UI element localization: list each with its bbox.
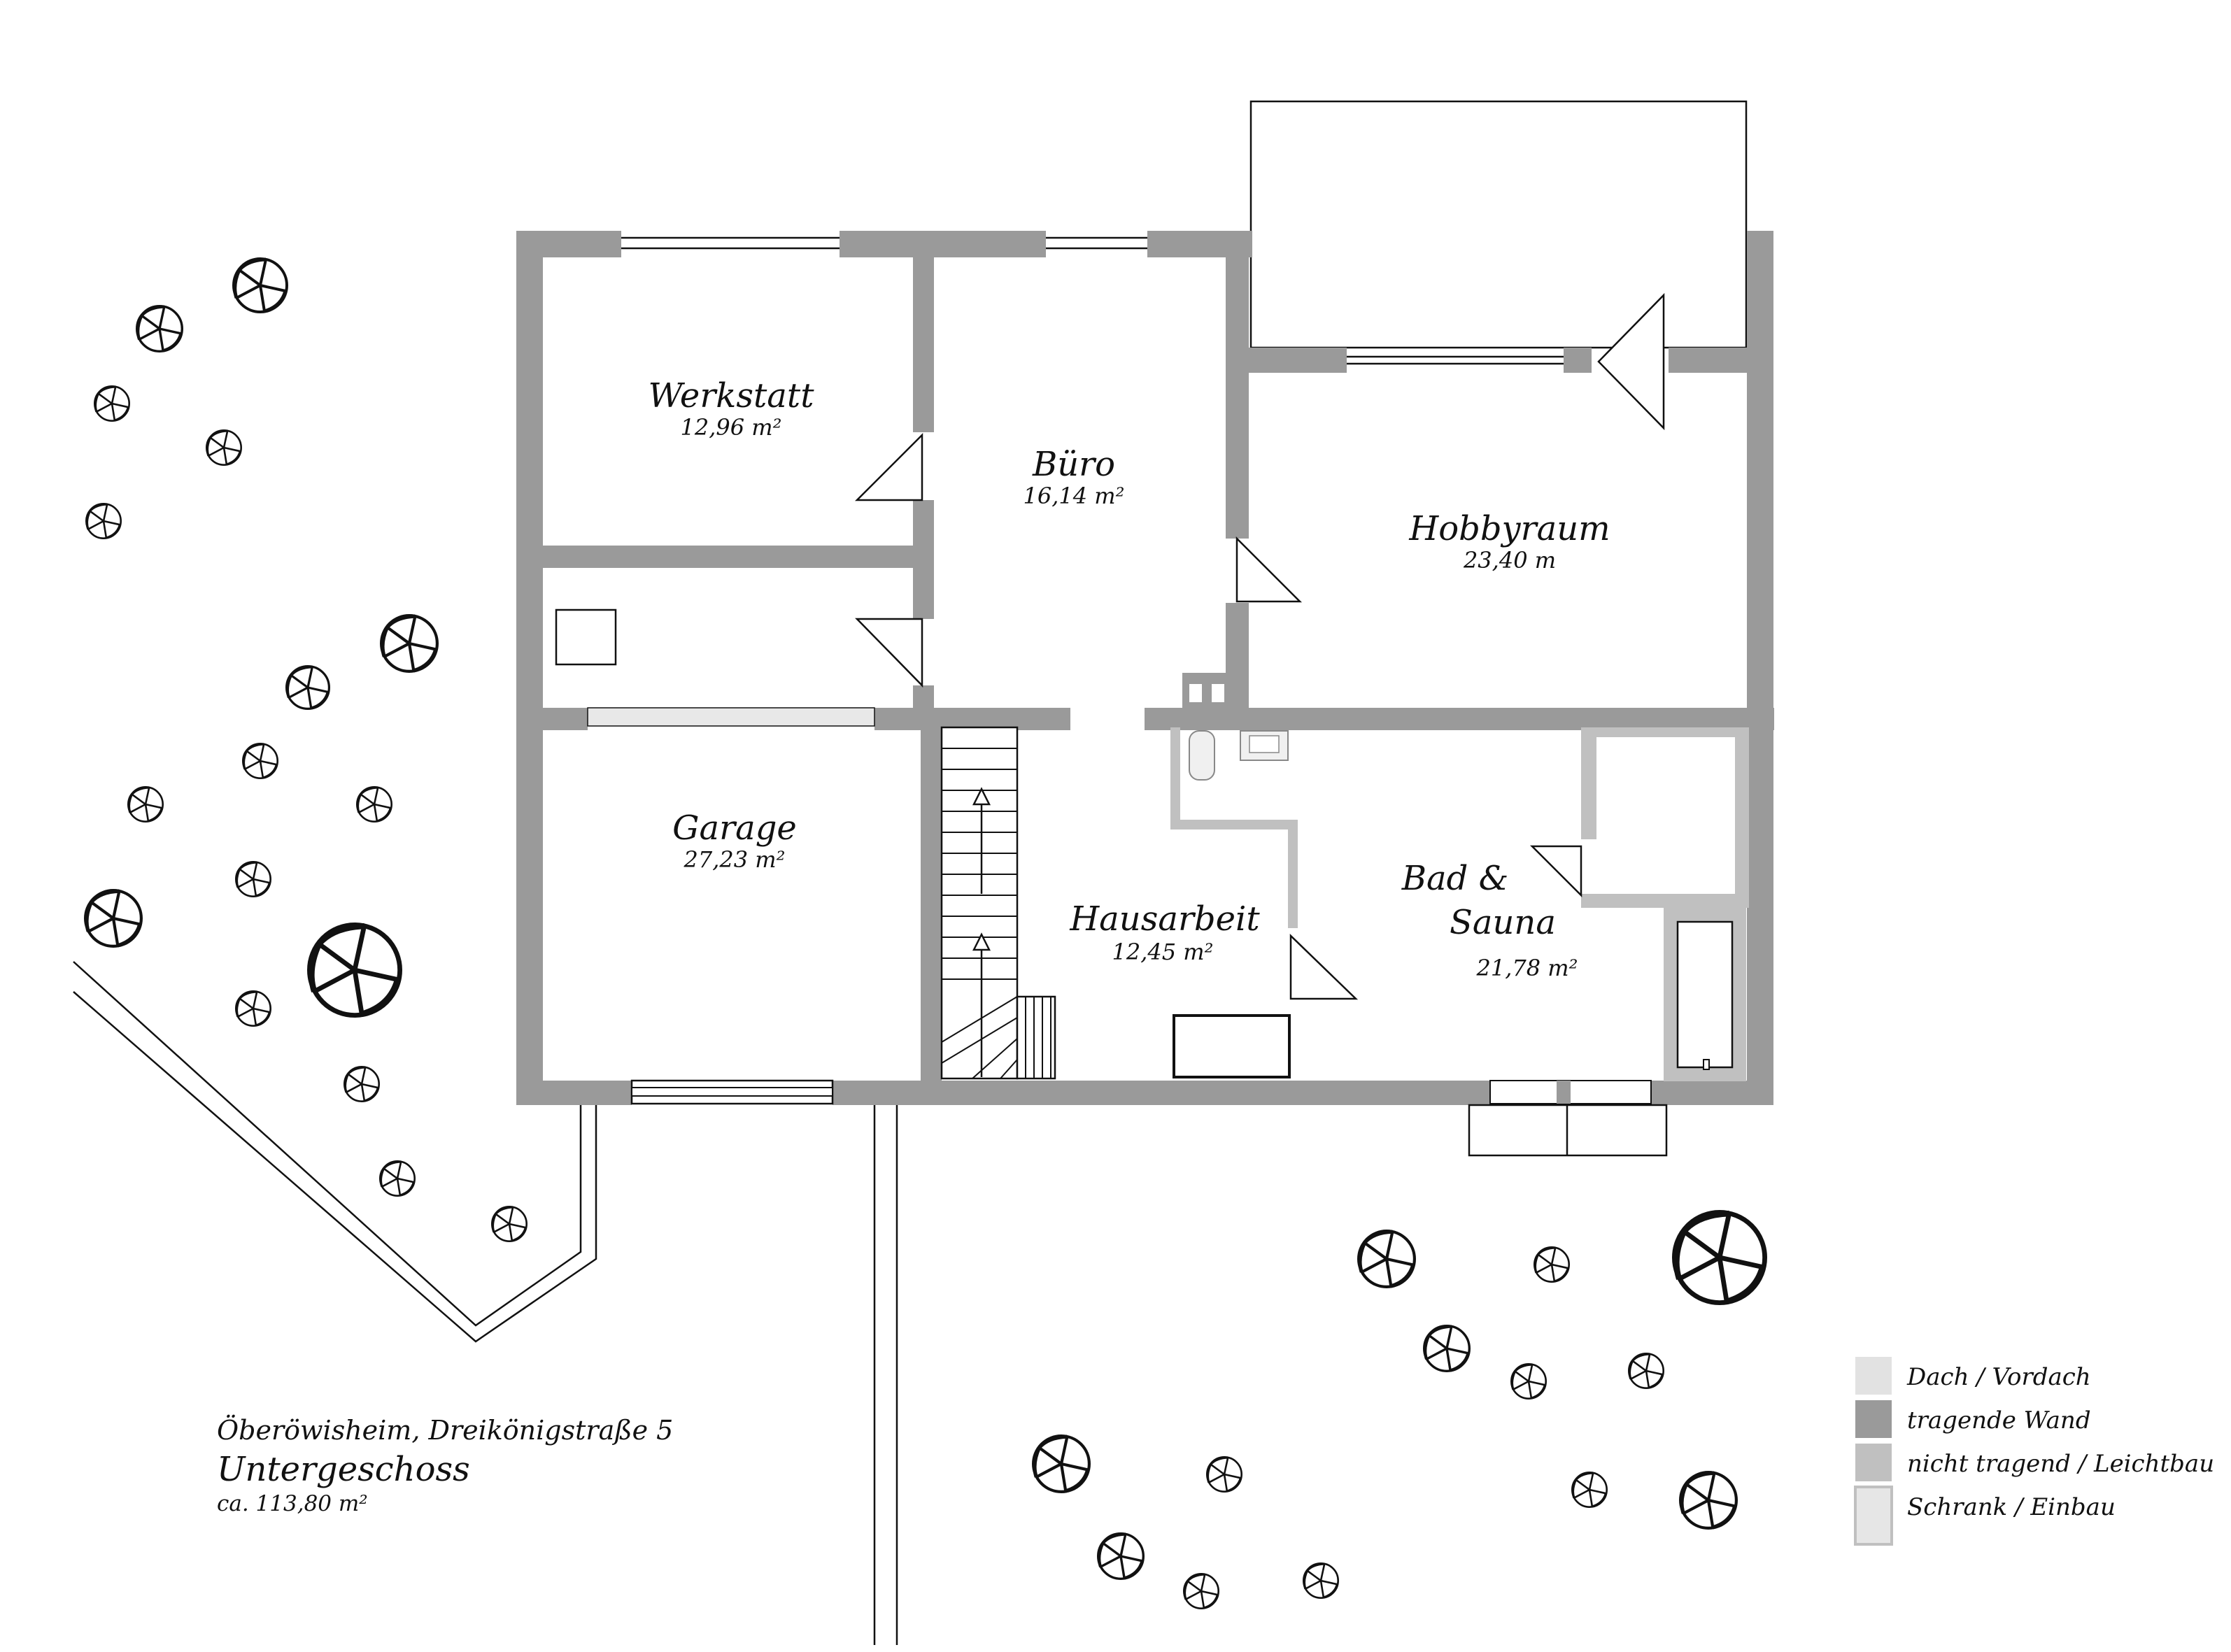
tree-icon <box>1680 1472 1736 1528</box>
sink <box>1240 730 1289 761</box>
caption-floor: Untergeschoss <box>217 1450 470 1489</box>
door-icon <box>1529 845 1582 898</box>
legend-label-dach: Dach / Vordach <box>1906 1363 2091 1391</box>
stair-tread <box>1000 1059 1018 1079</box>
room-name-garage: Garage <box>672 809 797 848</box>
tree-icon <box>1359 1231 1415 1287</box>
garden-path-center <box>873 1104 898 1645</box>
tree-icon <box>1205 1455 1243 1493</box>
tree-icon <box>355 785 393 823</box>
tree-icon <box>85 890 141 946</box>
tree-icon <box>127 785 164 823</box>
tree-icon <box>381 615 437 671</box>
tree-icon <box>1098 1534 1144 1579</box>
tree-icon <box>287 667 330 709</box>
staircase <box>940 726 1056 1080</box>
tree-icon <box>1182 1572 1220 1610</box>
tree-icon <box>343 1065 381 1103</box>
tree-icon <box>93 385 131 422</box>
door-icon <box>855 618 923 688</box>
room-area-buero: 16,14 m² <box>1024 483 1125 509</box>
roof-outline <box>1249 100 1748 349</box>
stair-tread <box>941 996 1018 1043</box>
stair-treads <box>941 748 1051 1079</box>
tree-icon <box>1510 1362 1547 1400</box>
door-icon <box>1235 536 1303 603</box>
caption-total-area: ca. 113,80 m² <box>217 1491 368 1516</box>
legend-label-tragend: tragende Wand <box>1907 1407 2091 1434</box>
washing-counter <box>1173 1014 1291 1078</box>
toilet <box>1189 730 1215 781</box>
tree-icon <box>1533 1246 1571 1283</box>
legend-label-leichtbau: nicht tragend / Leichtbau <box>1907 1450 2214 1478</box>
stair-tread <box>972 1038 1018 1079</box>
bathtub <box>1676 920 1734 1069</box>
tree-icon <box>234 860 272 898</box>
room-area-hobbyraum: 23,40 m <box>1463 547 1556 574</box>
room-area-hausarbeit: 12,45 m² <box>1112 939 1214 965</box>
door-icon <box>854 432 923 501</box>
stair-arrow-icon <box>972 787 991 1077</box>
caption: Öberöwisheim, Dreikönigstraße 5 Unterges… <box>217 1415 673 1516</box>
room-name-werkstatt: Werkstatt <box>649 376 815 415</box>
tree-icon <box>1302 1562 1340 1600</box>
room-name-buero: Büro <box>1032 445 1115 484</box>
tree-icon <box>205 429 243 467</box>
door-icon <box>1289 934 1359 1000</box>
room-name-bad-line2: Sauna <box>1450 903 1556 942</box>
legend-swatch-schrank <box>1854 1486 1893 1546</box>
tree-icon <box>137 306 183 352</box>
tree-icon <box>241 742 279 780</box>
caption-address: Öberöwisheim, Dreikönigstraße 5 <box>217 1415 673 1446</box>
tree-icon <box>234 259 287 312</box>
tree-icon <box>234 990 272 1027</box>
tree-icon <box>490 1205 528 1243</box>
legend-swatch-tragend <box>1855 1400 1892 1438</box>
stair-tread <box>941 1017 1018 1064</box>
legend: Dach / Vordach tragende Wand nicht trage… <box>1854 1357 2214 1546</box>
legend-swatch-dach <box>1855 1357 1892 1395</box>
room-area-werkstatt: 12,96 m² <box>681 414 782 441</box>
tree-icon <box>309 925 399 1015</box>
tree-icon <box>1033 1436 1089 1492</box>
room-name-hausarbeit: Hausarbeit <box>1069 899 1260 939</box>
garden-path-left <box>73 961 597 1343</box>
tree-icon <box>1674 1212 1764 1302</box>
tree-icon <box>1571 1471 1608 1509</box>
legend-label-schrank: Schrank / Einbau <box>1907 1493 2116 1521</box>
room-labels: Werkstatt 12,96 m² Büro 16,14 m² Hobbyra… <box>649 376 1610 981</box>
tree-icon <box>85 502 122 540</box>
door-icon <box>1597 292 1665 431</box>
tree-icon <box>1627 1352 1665 1390</box>
windows <box>587 236 1652 1105</box>
legend-swatch-leichtbau <box>1855 1444 1892 1481</box>
room-area-bad-sauna: 21,78 m² <box>1476 955 1578 981</box>
room-name-hobbyraum: Hobbyraum <box>1408 509 1610 548</box>
doors <box>854 292 1665 1000</box>
room-area-garage: 27,23 m² <box>684 846 786 873</box>
room-name-bad-line1: Bad & <box>1401 859 1509 898</box>
tree-icon <box>378 1160 416 1197</box>
tree-icon <box>1424 1326 1470 1372</box>
bearing-walls <box>516 231 1774 1105</box>
storage-box <box>555 608 617 666</box>
